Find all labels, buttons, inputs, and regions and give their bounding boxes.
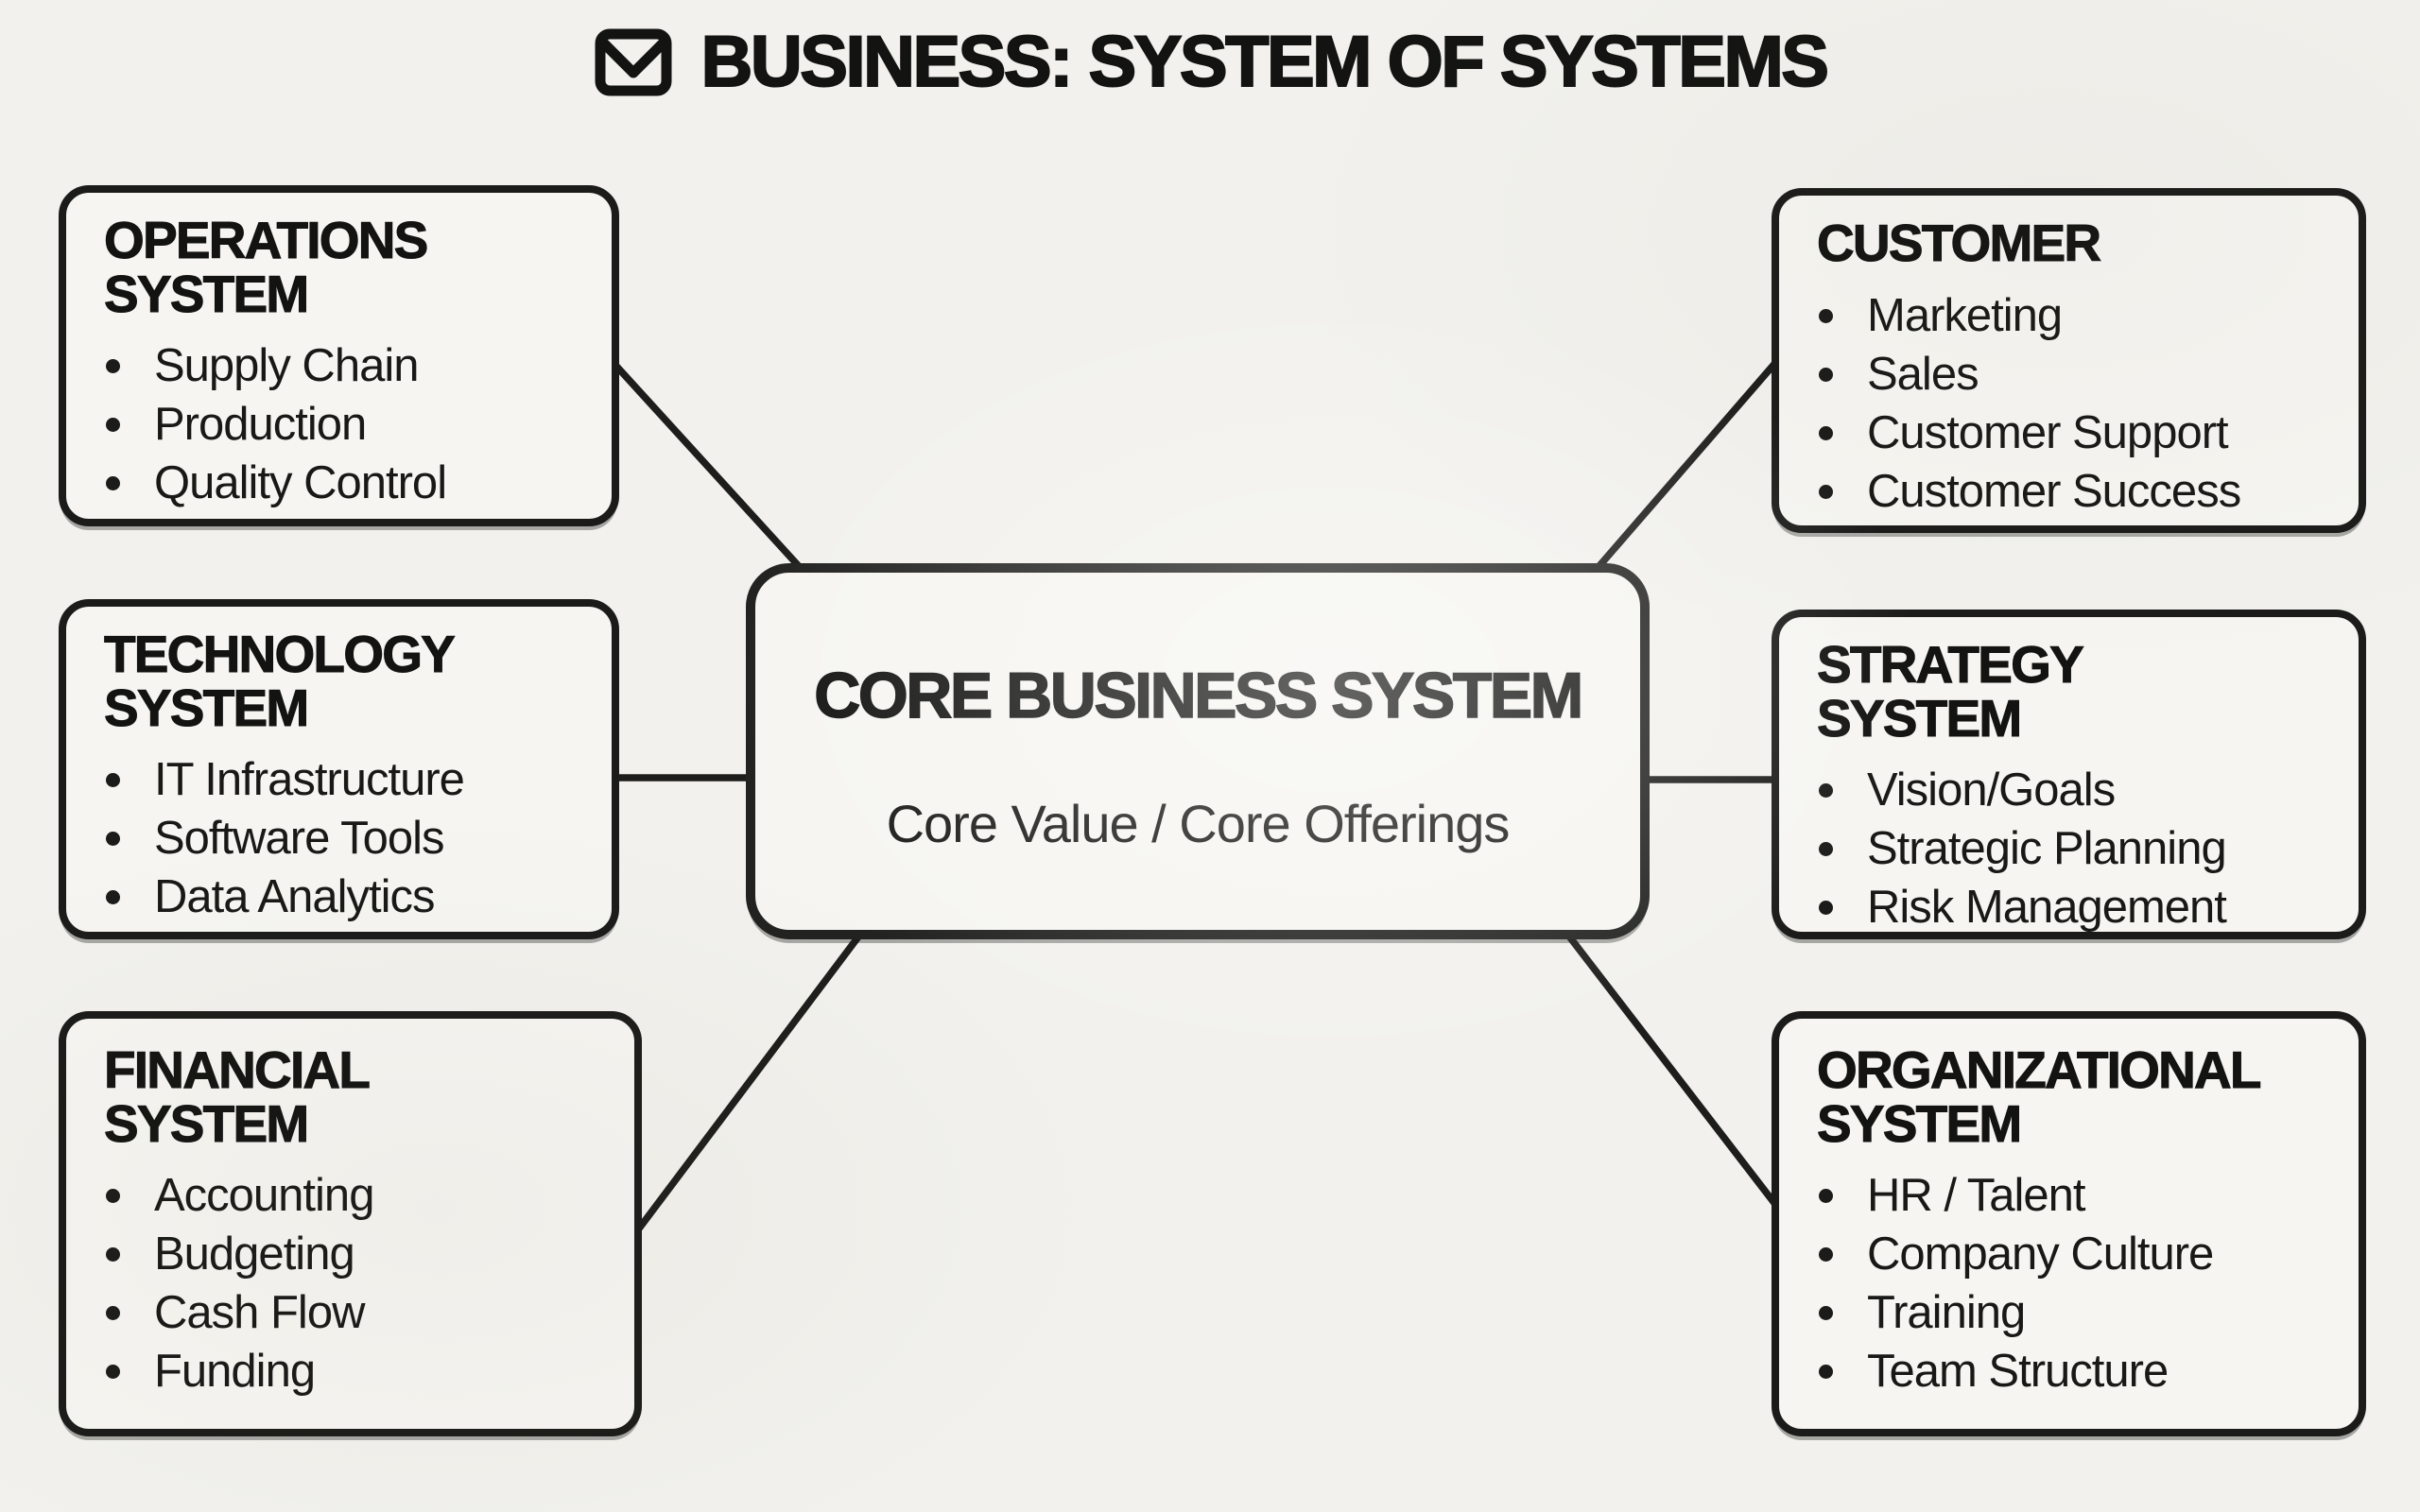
bullet-dot (1819, 1365, 1833, 1380)
bullet-item: Accounting (104, 1173, 610, 1219)
bullet-dot (106, 1306, 120, 1321)
connector-organizational-core (1553, 917, 1790, 1223)
bullet-label: Budgeting (154, 1228, 355, 1280)
bullet-item: Budgeting (104, 1231, 610, 1278)
bullet-item: Marketing (1817, 289, 2334, 341)
bullet-dot (106, 890, 120, 905)
bullet-label: Training (1867, 1287, 2026, 1339)
bullet-dot (1819, 367, 1833, 382)
bullet-label: Risk Management (1867, 882, 2227, 934)
bullet-label: HR / Talent (1867, 1170, 2085, 1222)
connector-customer-core (1582, 345, 1791, 586)
bullet-label: Customer Support (1867, 406, 2229, 458)
bullet-label: Supply Chain (154, 340, 419, 392)
bullet-item: Vision/Goals (1817, 767, 2334, 814)
diagram-title-bar: BUSINESS: SYSTEM OF SYSTEMS (0, 21, 2420, 103)
bullet-label: Production (154, 399, 367, 451)
bullet-item: Strategic Planning (1817, 826, 2334, 872)
bullet-label: Software Tools (154, 813, 444, 865)
bullet-item: Supply Chain (104, 343, 587, 389)
node-heading: ORGANIZATIONAL SYSTEM (1817, 1040, 2262, 1153)
bullet-label: Customer Success (1867, 465, 2241, 517)
bullet-label: Funding (154, 1346, 316, 1398)
bullet-label: Vision/Goals (1867, 765, 2116, 816)
bullet-item: Team Structure (1817, 1349, 2334, 1395)
core-heading: CORE BUSINESS SYSTEM (814, 659, 1584, 732)
bullet-item: HR / Talent (1817, 1173, 2334, 1219)
bullet-dot (106, 832, 120, 847)
bullet-label: Data Analytics (154, 871, 435, 923)
bullet-dot (1819, 1247, 1833, 1263)
bullet-item: Production (104, 402, 587, 448)
bullet-label: Marketing (1867, 289, 2063, 341)
bullet-dot (106, 1365, 120, 1380)
bullet-dot (1819, 484, 1833, 499)
bullet-item: Quality Control (104, 460, 587, 507)
envelope-icon (595, 28, 672, 95)
core-subtitle: Core Value / Core Offerings (886, 793, 1511, 853)
bullet-dot (106, 418, 120, 433)
bullet-label: IT Infrastructure (154, 754, 465, 806)
bullet-item: Cash Flow (104, 1290, 610, 1336)
bullet-item: Data Analytics (104, 874, 587, 920)
bullet-item: Training (1817, 1290, 2334, 1336)
bullet-dot (1819, 1189, 1833, 1204)
bullet-label: Quality Control (154, 457, 447, 509)
bullet-dot (1819, 1306, 1833, 1321)
bullet-item: Funding (104, 1349, 610, 1395)
bullet-dot (1819, 783, 1833, 799)
bullet-item: IT Infrastructure (104, 757, 587, 803)
node-heading: FINANCIAL SYSTEM (104, 1040, 371, 1153)
bullet-dot (106, 773, 120, 788)
bullet-dot (1819, 842, 1833, 857)
bullet-item: Company Culture (1817, 1231, 2334, 1278)
node-core-business-system: CORE BUSINESS SYSTEM Core Value / Core O… (746, 563, 1650, 939)
bullet-dot (1819, 901, 1833, 916)
bullet-label: Strategic Planning (1867, 823, 2227, 875)
bullet-item: Customer Support (1817, 406, 2334, 458)
connector-financial-core (624, 917, 874, 1247)
bullet-dot (106, 359, 120, 374)
node-heading: TECHNOLOGY SYSTEM (104, 625, 456, 737)
bullet-dot (106, 1189, 120, 1204)
bullet-item: Risk Management (1817, 885, 2334, 931)
bullet-dot (1819, 308, 1833, 323)
bullet-label: Cash Flow (154, 1287, 365, 1339)
bullet-label: Sales (1867, 348, 1979, 400)
bullet-dot (106, 476, 120, 491)
page-title: BUSINESS: SYSTEM OF SYSTEMS (700, 21, 1830, 103)
bullet-label: Accounting (154, 1170, 374, 1222)
node-heading: STRATEGY SYSTEM (1817, 635, 2084, 747)
bullet-item: Sales (1817, 348, 2334, 400)
bullet-dot (106, 1247, 120, 1263)
bullet-dot (1819, 425, 1833, 440)
connector-operations-core (599, 348, 821, 590)
bullet-item: Software Tools (104, 816, 587, 862)
bullet-label: Company Culture (1867, 1228, 2214, 1280)
bullet-item: Customer Success (1817, 465, 2334, 517)
node-heading: OPERATIONS SYSTEM (104, 211, 429, 323)
node-heading: CUSTOMER (1817, 214, 2102, 272)
bullet-label: Team Structure (1867, 1346, 2169, 1398)
